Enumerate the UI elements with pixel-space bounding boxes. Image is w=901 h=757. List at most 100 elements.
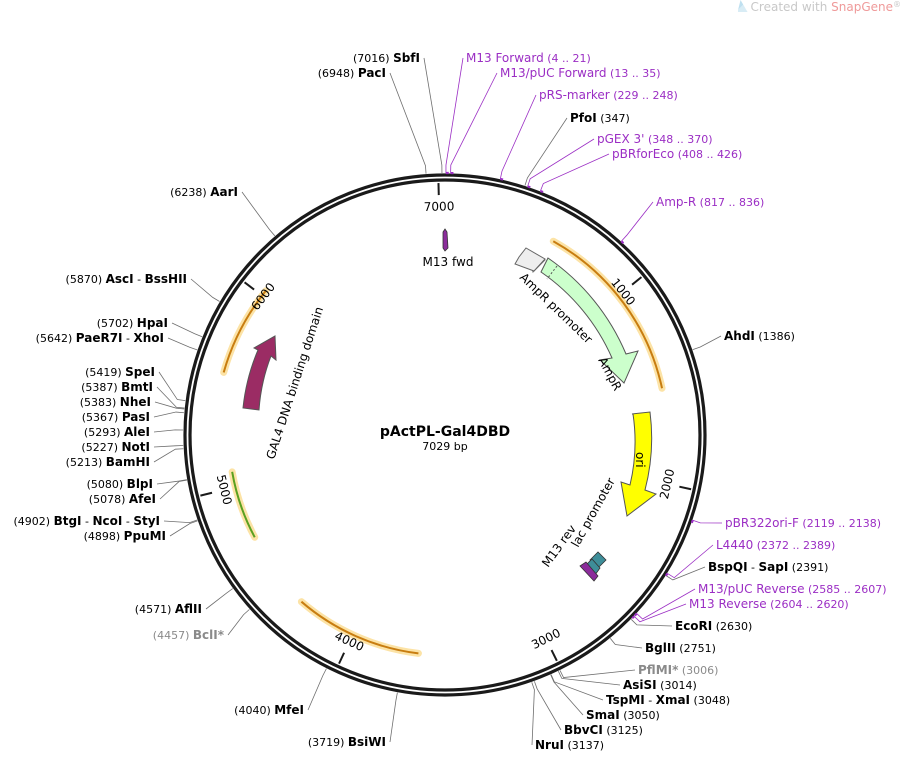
- leader-line-ppumi: [169, 520, 198, 537]
- label-ahdi[interactable]: AhdI (1386): [724, 329, 795, 343]
- label-pbrforeco-primer[interactable]: pBRforEco (408 .. 426): [612, 147, 742, 161]
- label-mfei[interactable]: (4040) MfeI: [234, 703, 304, 717]
- snapgene-watermark: Created with SnapGene®: [737, 0, 901, 14]
- leader-line-hpai: [171, 322, 203, 338]
- label-nhei[interactable]: (5383) NheI: [80, 395, 151, 409]
- label-pasi[interactable]: (5367) PasI: [82, 410, 150, 424]
- leader-line-smai: [550, 674, 584, 716]
- label-ampr-primer[interactable]: Amp-R (817 .. 836): [656, 195, 764, 209]
- leader-line-mfei: [307, 668, 327, 711]
- label-pflmi[interactable]: PflMI* (3006): [638, 663, 718, 677]
- leader-line-bmti: [156, 386, 185, 409]
- watermark-brand: SnapGene: [831, 0, 893, 14]
- label-name2: SapI: [759, 560, 789, 574]
- feature-m13-rev[interactable]: [579, 561, 599, 582]
- label-name2: XhoI: [133, 331, 164, 345]
- label-num: (5293): [84, 426, 124, 439]
- label-name: M13/pUC Reverse: [698, 582, 805, 596]
- label-bamhi[interactable]: (5213) BamHI: [66, 455, 150, 469]
- leader-lines: [153, 57, 723, 746]
- leader-line-btgi: [163, 519, 198, 524]
- label-gal4-dbd: GAL4 DNA binding domain: [264, 305, 327, 461]
- label-pfoi[interactable]: PfoI (347): [570, 111, 630, 125]
- label-bbvci[interactable]: BbvCI (3125): [564, 723, 643, 737]
- label-name: TspMI: [606, 693, 645, 707]
- label-alei[interactable]: (5293) AleI: [84, 425, 150, 439]
- leader-line-pbr322ori-primer: [692, 519, 723, 524]
- label-m13rev-primer[interactable]: M13 Reverse (2604 .. 2620): [689, 597, 849, 611]
- label-name: M13 Forward: [466, 51, 544, 65]
- label-sbfi[interactable]: (7016) SbfI: [353, 51, 420, 65]
- label-asisi[interactable]: AsiSI (3014): [623, 678, 697, 692]
- plasmid-backbone: [183, 173, 707, 697]
- label-num: (3719): [308, 736, 348, 749]
- label-num: (2604 .. 2620): [767, 598, 849, 611]
- primer-mark-pbr322ori-primer: [690, 519, 694, 524]
- leader-line-aflii: [205, 588, 233, 610]
- label-num: (817 .. 836): [696, 196, 764, 209]
- label-pbr322ori-primer[interactable]: pBR322ori-F (2119 .. 2138): [725, 516, 881, 530]
- label-ecori[interactable]: EcoRI (2630): [675, 619, 752, 633]
- label-name: NheI: [120, 395, 151, 409]
- tick-mark-4000: [338, 652, 345, 665]
- label-num: (5367): [82, 411, 122, 424]
- label-num: (3050): [620, 709, 660, 722]
- label-blpi[interactable]: (5080) BlpI: [87, 477, 153, 491]
- label-spei[interactable]: (5419) SpeI: [85, 365, 155, 379]
- label-aflii[interactable]: (4571) AflII: [135, 602, 202, 616]
- label-bspqi[interactable]: BspQI - SapI (2391): [708, 560, 828, 574]
- label-bcli[interactable]: (4457) BclI*: [153, 628, 225, 642]
- feature-ampr[interactable]: [540, 257, 639, 384]
- leader-line-blpi: [156, 479, 187, 485]
- label-name: MfeI: [274, 703, 304, 717]
- label-num: (3014): [657, 679, 697, 692]
- label-paci[interactable]: (6948) PacI: [318, 66, 386, 80]
- label-m13puc-fwd-primer[interactable]: M13/pUC Forward (13 .. 35): [500, 66, 661, 80]
- label-m13puc-rev-primer[interactable]: M13/pUC Reverse (2585 .. 2607): [698, 582, 887, 596]
- label-name: pRS-marker: [539, 88, 610, 102]
- primer-mark-l4440-primer: [665, 572, 669, 577]
- leader-line-bsiwi: [389, 692, 398, 743]
- label-num: (3048): [690, 694, 730, 707]
- leader-line-ecori: [630, 619, 673, 627]
- leader-line-aari: [241, 191, 276, 237]
- label-num: (6948): [318, 67, 358, 80]
- tick-label-3000: 3000: [529, 626, 563, 652]
- label-name: AhdI: [724, 329, 755, 343]
- label-aari[interactable]: (6238) AarI: [170, 185, 238, 199]
- label-m13fwd-primer[interactable]: M13 Forward (4 .. 21): [466, 51, 591, 65]
- watermark-prefix: Created with: [750, 0, 828, 14]
- label-pgex3-primer[interactable]: pGEX 3' (348 .. 370): [597, 132, 713, 146]
- label-num: (5227): [81, 441, 121, 454]
- label-afei[interactable]: (5078) AfeI: [89, 492, 156, 506]
- label-paer7i[interactable]: (5642) PaeR7I - XhoI: [36, 331, 164, 345]
- label-hpai[interactable]: (5702) HpaI: [97, 316, 168, 330]
- label-tspmi[interactable]: TspMI - XmaI (3048): [606, 693, 730, 707]
- label-name: AarI: [210, 185, 238, 199]
- label-btgi[interactable]: (4902) BtgI - NcoI - StyI: [14, 514, 161, 528]
- label-name: BclI: [193, 628, 218, 642]
- feature-ori[interactable]: [620, 411, 658, 517]
- leader-line-bcli: [227, 609, 250, 636]
- label-num: (348 .. 370): [644, 133, 712, 146]
- label-ppumi[interactable]: (4898) PpuMI: [84, 529, 166, 543]
- feature-ampr-promoter[interactable]: [514, 247, 546, 273]
- leader-line-bbvci: [534, 681, 562, 731]
- label-noti[interactable]: (5227) NotI: [81, 440, 150, 454]
- feature-gal4-dbd[interactable]: [242, 335, 277, 411]
- label-smai[interactable]: SmaI (3050): [586, 708, 660, 722]
- label-num: (4 .. 21): [544, 52, 591, 65]
- label-l4440-primer[interactable]: L4440 (2372 .. 2389): [716, 538, 835, 552]
- leader-line-asci: [190, 278, 220, 302]
- feature-m13-fwd[interactable]: [442, 228, 449, 252]
- leader-line-alei: [153, 429, 184, 433]
- primer-mark-m13puc-rev-primer: [634, 612, 638, 617]
- label-num: (5870): [66, 273, 106, 286]
- label-num: (2119 .. 2138): [799, 517, 881, 530]
- label-bsiwi[interactable]: (3719) BsiWI: [308, 735, 386, 749]
- label-prs-marker-primer[interactable]: pRS-marker (229 .. 248): [539, 88, 678, 102]
- label-asci[interactable]: (5870) AscI - BssHII: [66, 272, 187, 286]
- label-bmti[interactable]: (5387) BmtI: [81, 380, 153, 394]
- label-nrui[interactable]: NruI (3137): [535, 738, 604, 752]
- label-bglii[interactable]: BglII (2751): [645, 641, 716, 655]
